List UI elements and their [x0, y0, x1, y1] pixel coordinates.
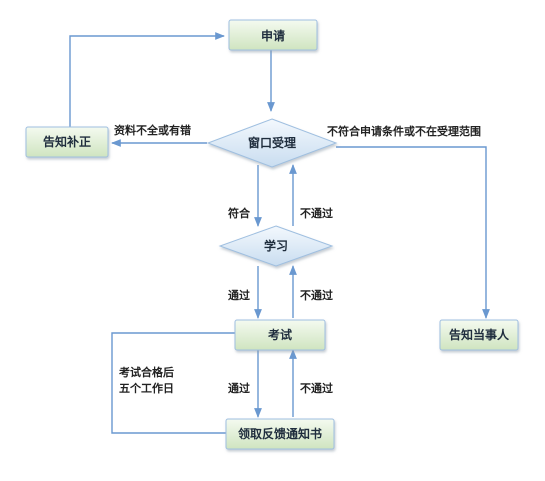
label-notice-fail: 不通过 [300, 381, 333, 395]
label-exam-pass: 通过 [228, 381, 250, 395]
node-window-accept-label: 窗口受理 [248, 135, 296, 150]
edge-notify-supplement-to-apply [69, 32, 225, 127]
node-apply-label: 申请 [261, 28, 285, 43]
label-exam-fail: 不通过 [300, 288, 333, 302]
label-qualified: 符合 [228, 206, 251, 220]
note-after-pass: 考试合格后 [119, 365, 174, 379]
node-exam: 考试 [234, 319, 326, 351]
label-study-pass: 通过 [228, 288, 250, 302]
node-study: 学习 [218, 225, 334, 267]
node-receive-notice: 领取反馈通知书 [225, 418, 335, 450]
node-receive-notice-label: 领取反馈通知书 [238, 426, 322, 441]
label-not-qualified: 不符合申请条件或不在受理范围 [327, 124, 481, 138]
label-study-fail: 不通过 [300, 206, 333, 220]
node-notify-supplement-label: 告知补正 [43, 134, 91, 149]
node-exam-label: 考试 [268, 327, 292, 342]
node-notify-party: 告知当事人 [439, 319, 519, 351]
label-materials-incomplete: 资料不全或有错 [114, 123, 191, 137]
node-study-label: 学习 [264, 238, 288, 253]
node-notify-supplement: 告知补正 [25, 126, 109, 158]
node-window-accept: 窗口受理 [206, 118, 338, 168]
node-apply: 申请 [228, 19, 318, 51]
node-notify-party-label: 告知当事人 [449, 327, 510, 342]
bracket-five-workdays [111, 332, 235, 434]
edge-window-to-notify-party [336, 146, 490, 319]
note-five-workdays: 五个工作日 [119, 381, 174, 395]
